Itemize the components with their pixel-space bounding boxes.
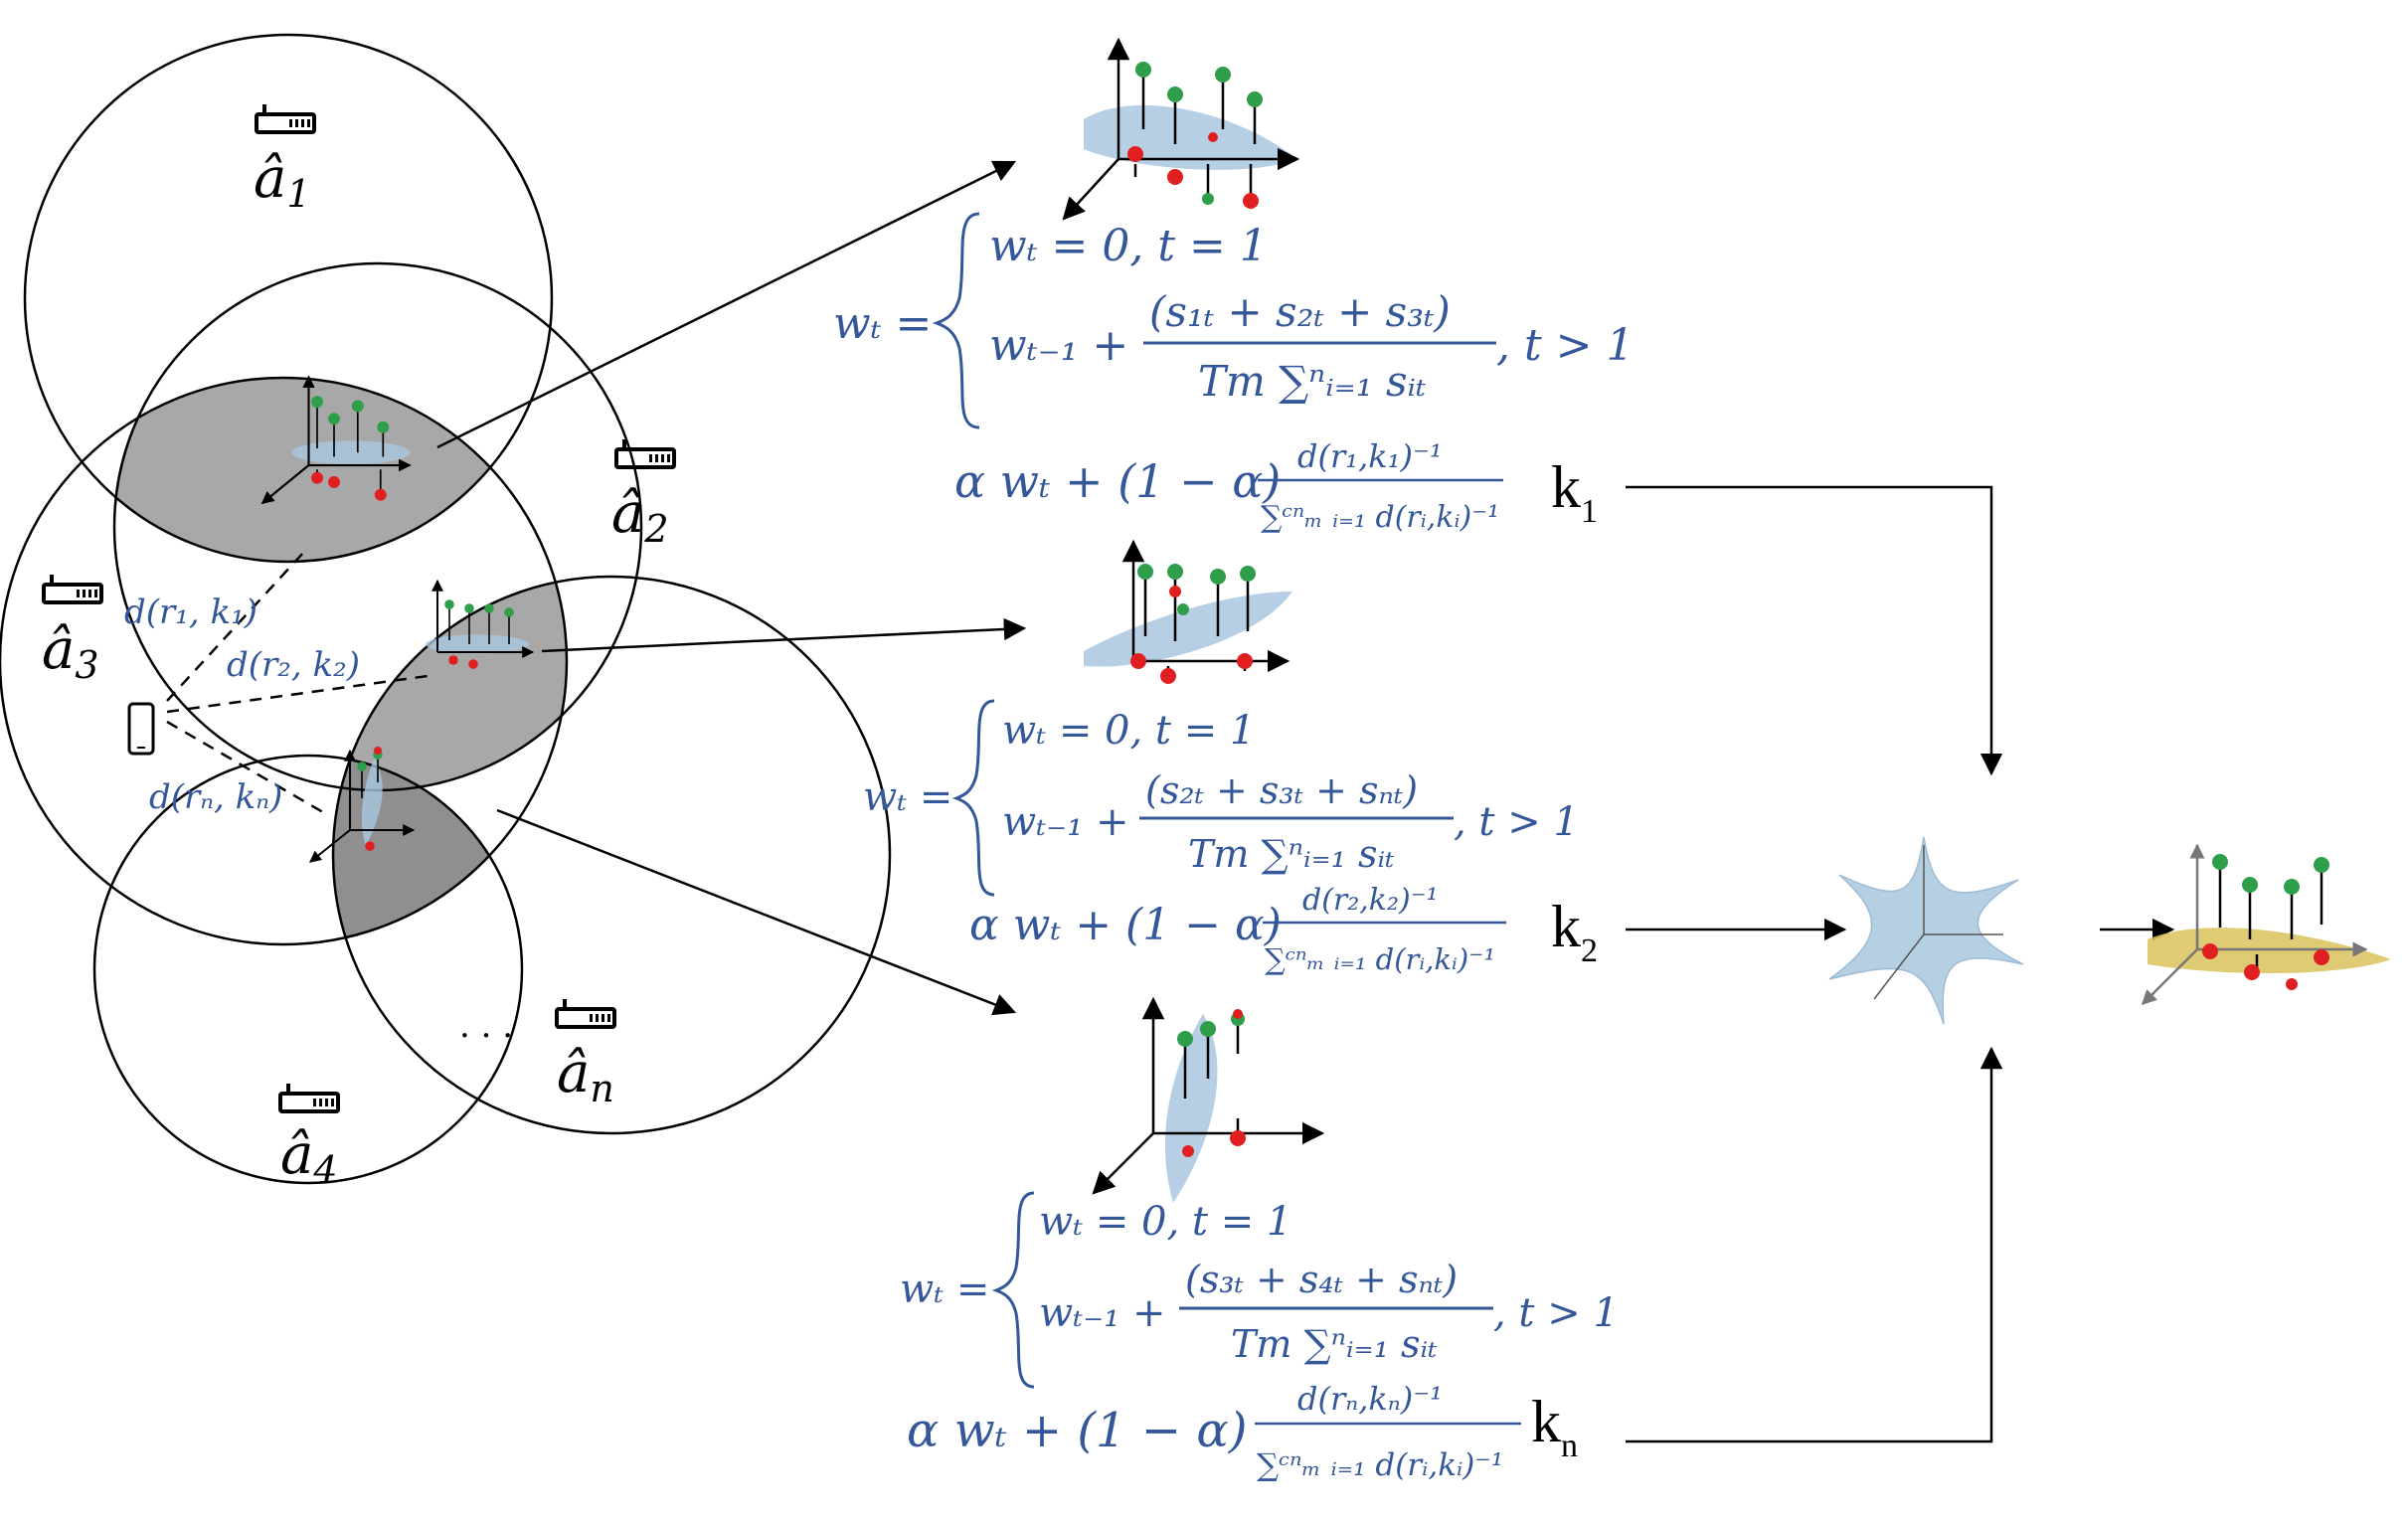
case-2-prefix: wₜ₋₁ + xyxy=(1002,799,1128,845)
kernel-label-1: k1 xyxy=(1551,454,1598,530)
combo-numerator: d(r₁,k₁)⁻¹ xyxy=(1297,437,1443,475)
equation-2: wₜ = wₜ = 0, t = 1 wₜ₋₁ + (s₂ₜ + s₃ₜ + s… xyxy=(863,699,1598,976)
3d-stem-plot-icon xyxy=(2141,843,2391,1006)
combo-denominator: ∑ᶜⁿₘ ᵢ₌₁ d(rᵢ,kᵢ)⁻¹ xyxy=(1261,500,1499,535)
combo-denominator: ∑ᶜⁿₘ ᵢ₌₁ d(rᵢ,kᵢ)⁻¹ xyxy=(1265,942,1495,976)
coverage-circle-a1 xyxy=(23,33,554,564)
region-to-plot-arrows xyxy=(436,160,1027,1016)
case-2-prefix: wₜ₋₁ + xyxy=(989,320,1128,371)
3d-stem-plot-icon xyxy=(260,375,412,505)
case-2-suffix: , t > 1 xyxy=(1454,799,1579,845)
combo-prefix: α wₜ + (1 − α) xyxy=(969,900,1282,950)
kernel-label-2: k2 xyxy=(1551,894,1598,969)
3d-stem-plot-icon xyxy=(426,579,535,669)
case-2-suffix: , t > 1 xyxy=(1496,320,1634,371)
merge-arrows xyxy=(1626,485,2175,1443)
case-brace xyxy=(932,212,980,429)
equation-1: wₜ = wₜ = 0, t = 1 wₜ₋₁ + (s₁ₜ + s₂ₜ + s… xyxy=(833,212,1634,535)
router-icon xyxy=(255,104,316,134)
case-1: wₜ = 0, t = 1 xyxy=(1002,708,1255,754)
combo-prefix: α wₜ + (1 − α) xyxy=(907,1403,1247,1458)
combo-prefix: α wₜ + (1 − α) xyxy=(954,454,1281,508)
case-2-numerator: (s₂ₜ + s₃ₜ + sₙₜ) xyxy=(1145,768,1418,812)
smartphone-icon xyxy=(127,702,155,756)
router-icon xyxy=(42,575,103,604)
3d-stem-plot-icon xyxy=(1084,539,1292,684)
3d-stem-plot-icon xyxy=(1092,996,1325,1203)
case-brace xyxy=(991,1191,1035,1389)
case-1: wₜ = 0, t = 1 xyxy=(989,221,1268,271)
case-2-numerator: (s₁ₜ + s₂ₜ + s₃ₜ) xyxy=(1149,287,1451,336)
combo-numerator: d(r₂,k₂)⁻¹ xyxy=(1302,883,1439,918)
case-2-suffix: , t > 1 xyxy=(1493,1290,1619,1336)
ap-label-a4: â4 xyxy=(280,1122,338,1192)
ellipsis: · · · xyxy=(459,1016,513,1056)
3d-stem-plot-icon xyxy=(1062,37,1300,221)
case-2-denominator: Tm ∑ⁿᵢ₌₁ sᵢₜ xyxy=(1188,832,1395,876)
router-icon xyxy=(555,999,616,1029)
coverage-circle-an xyxy=(331,575,892,1135)
distance-lines xyxy=(166,551,429,817)
case-2-denominator: Tm ∑ⁿᵢ₌₁ sᵢₜ xyxy=(1198,357,1426,406)
case-1: wₜ = 0, t = 1 xyxy=(1039,1199,1291,1245)
equation-3: wₜ = wₜ = 0, t = 1 wₜ₋₁ + (s₃ₜ + s₄ₜ + s… xyxy=(900,1191,1619,1483)
coverage-circle-a4 xyxy=(92,754,524,1185)
combo-numerator: d(rₙ,kₙ)⁻¹ xyxy=(1297,1380,1443,1418)
distance-label-k1: d(r₁, k₁) xyxy=(124,592,258,632)
ap-label-an: ân xyxy=(557,1041,614,1110)
router-icon xyxy=(614,439,676,469)
distance-label-kn: d(rₙ, kₙ) xyxy=(149,777,282,817)
weight-lhs: wₜ = xyxy=(863,774,952,820)
ap-label-a2: â2 xyxy=(611,481,669,551)
ap-label-a1: â1 xyxy=(254,146,311,216)
router-icon xyxy=(278,1084,340,1113)
case-brace xyxy=(951,699,995,897)
weight-lhs: wₜ = xyxy=(900,1267,989,1312)
combo-denominator: ∑ᶜⁿₘ ᵢ₌₁ d(rᵢ,kᵢ)⁻¹ xyxy=(1257,1447,1503,1483)
ap-label-a3: â3 xyxy=(42,617,99,687)
case-2-numerator: (s₃ₜ + s₄ₜ + sₙₜ) xyxy=(1185,1258,1458,1301)
coverage-circle-a3 xyxy=(0,376,569,946)
weight-lhs: wₜ = xyxy=(833,298,932,349)
kernel-label-n: kn xyxy=(1531,1389,1578,1464)
3d-stem-plot-icon xyxy=(309,747,416,863)
distance-label-k2: d(r₂, k₂) xyxy=(227,645,360,685)
star-surface-icon xyxy=(1828,836,2024,1025)
case-2-prefix: wₜ₋₁ + xyxy=(1039,1290,1165,1336)
case-2-denominator: Tm ∑ⁿᵢ₌₁ sᵢₜ xyxy=(1231,1322,1438,1366)
